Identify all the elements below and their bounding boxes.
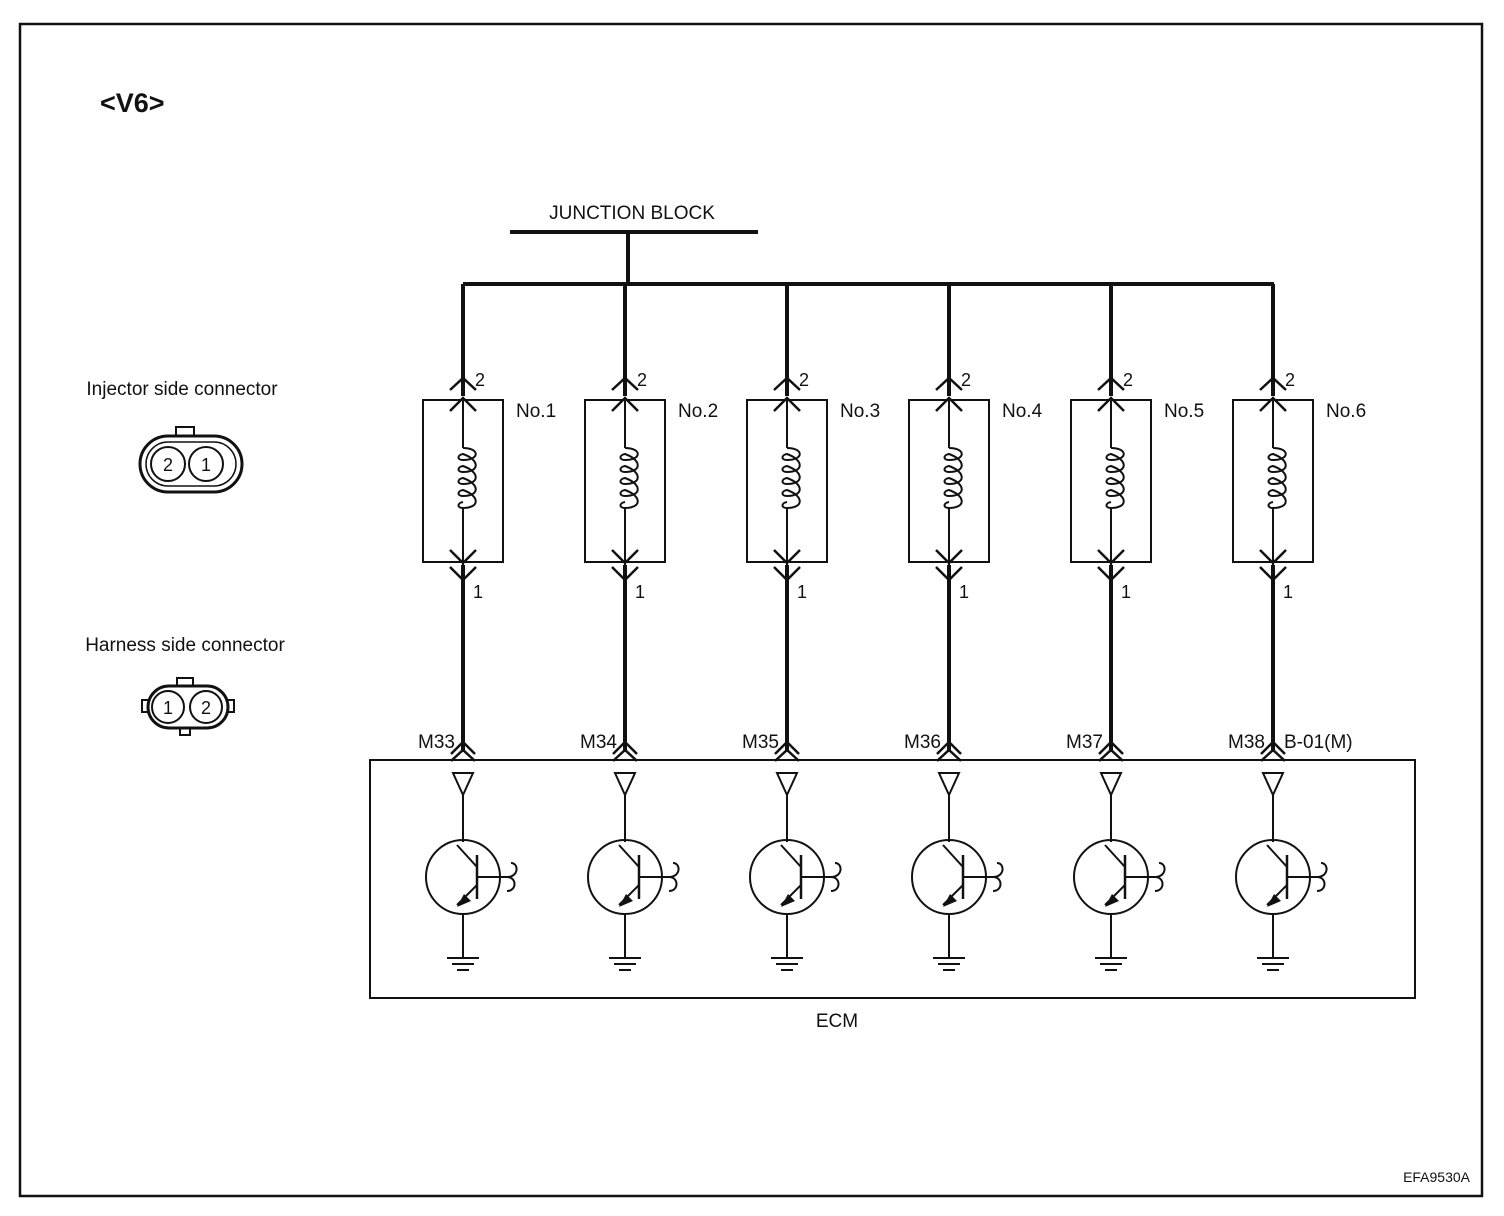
harness-connector-icon: 1 2 [141,677,235,736]
coil-winding [1267,447,1287,510]
ground-icon [771,957,803,971]
coil-winding [1105,447,1125,510]
emitter-arrow-icon [1105,894,1119,907]
terminal-top [935,376,963,412]
signal-input-icon [506,862,518,892]
transistor-collector [780,844,802,868]
injector-connector-pin: 2 [163,455,173,475]
injector-label: No.1 [516,401,556,422]
emitter-arrow-icon [1267,894,1281,907]
terminal-top [1097,376,1125,412]
pin-top-label: 2 [961,370,971,390]
injector-connector-icon: 2 1 [138,426,244,494]
coil-winding [943,447,963,510]
transistor-collector [1266,844,1288,868]
driver-diode-icon [775,772,799,798]
signal-input-icon [992,862,1004,892]
harness-connector-pin: 1 [163,698,173,718]
injector-connector-label: Injector side connector [86,379,278,400]
injector-label: No.4 [1002,401,1043,422]
ecm-terminal [1260,740,1286,762]
pin-top-label: 2 [637,370,647,390]
ecm-terminal [774,740,800,762]
pin-bottom-label: 1 [1283,582,1293,602]
figure-code: EFA9530A [1403,1169,1471,1185]
ecm-pin-label: M38 [1228,732,1265,753]
ecm-pin-label: M35 [742,732,779,753]
harness-connector-label: Harness side connector [85,635,285,656]
injector-label: No.6 [1326,401,1366,422]
ground-icon [609,957,641,971]
coil-winding [781,447,801,510]
ground-icon [933,957,965,971]
emitter-arrow-icon [781,894,795,907]
injector-connector-pin: 1 [201,455,211,475]
ecm-terminal [450,740,476,762]
page-frame [18,22,1484,1198]
driver-diode-icon [937,772,961,798]
injector-label: No.3 [840,401,880,422]
coil-winding [457,447,477,510]
emitter-arrow-icon [943,894,957,907]
transistor-collector [942,844,964,868]
pin-bottom-label: 1 [473,582,483,602]
transistor-collector [456,844,478,868]
harness-connector-pin: 2 [201,698,211,718]
driver-diode-icon [451,772,475,798]
ecm-terminal [1098,740,1124,762]
transistor-collector [1104,844,1126,868]
coil-winding [619,447,639,510]
pin-top-label: 2 [1123,370,1133,390]
ecm-pin-label: M33 [418,732,455,753]
transistor-collector [618,844,640,868]
pin-top-label: 2 [475,370,485,390]
pin-bottom-label: 1 [797,582,807,602]
ground-icon [447,957,479,971]
ecm-box [369,759,1416,999]
ecm-connector-label: B-01(M) [1284,732,1353,753]
signal-input-icon [1154,862,1166,892]
ecm-pin-label: M36 [904,732,941,753]
page-title: <V6> [100,88,165,118]
injector-label: No.2 [678,401,718,422]
terminal-top [611,376,639,412]
emitter-arrow-icon [619,894,633,907]
ecm-terminal [936,740,962,762]
driver-diode-icon [1099,772,1123,798]
signal-input-icon [668,862,680,892]
signal-input-icon [1316,862,1328,892]
driver-diode-icon [613,772,637,798]
pin-top-label: 2 [1285,370,1295,390]
terminal-top [449,376,477,412]
pin-bottom-label: 1 [959,582,969,602]
signal-input-icon [830,862,842,892]
junction-block-label: JUNCTION BLOCK [549,203,715,224]
pin-bottom-label: 1 [1121,582,1131,602]
ecm-pin-label: M37 [1066,732,1103,753]
ground-icon [1095,957,1127,971]
terminal-top [1259,376,1287,412]
driver-diode-icon [1261,772,1285,798]
pin-top-label: 2 [799,370,809,390]
ecm-label: ECM [816,1011,858,1032]
terminal-top [773,376,801,412]
emitter-arrow-icon [457,894,471,907]
ground-icon [1257,957,1289,971]
injector-label: No.5 [1164,401,1204,422]
ecm-terminal [612,740,638,762]
ecm-pin-label: M34 [580,732,617,753]
pin-bottom-label: 1 [635,582,645,602]
